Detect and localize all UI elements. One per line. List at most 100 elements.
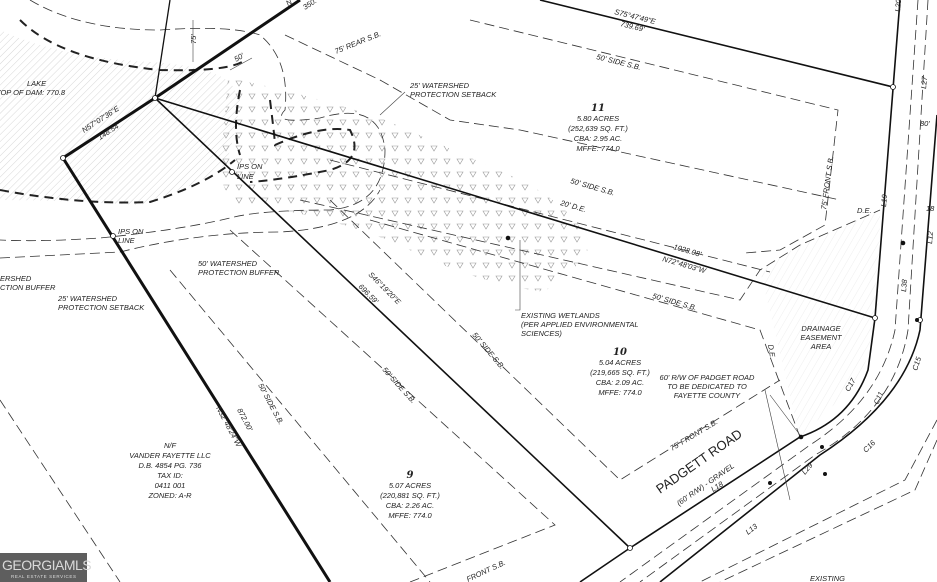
svg-text:9: 9 [407,470,414,481]
lake-area [0,30,240,205]
watermark-tagline: REAL ESTATE SERVICES [11,574,77,579]
bearing-partial: N [284,0,294,8]
ips-label: IPS ON [118,227,144,236]
svg-text:AREA: AREA [810,342,831,351]
svg-text:L20: L20 [893,0,903,12]
svg-text:L27: L27 [919,75,929,89]
svg-text:L38: L38 [899,278,909,292]
svg-text:11: 11 [591,103,605,114]
watershed-buffer-line [0,0,386,242]
svg-text:N/F: N/F [164,441,177,450]
svg-text:L13: L13 [744,521,760,536]
watermark-brand: GEORGIAMLS [2,557,92,573]
distance-partial: 350. [301,0,318,12]
svg-text:(220,881 SQ. FT.): (220,881 SQ. FT.) [380,491,440,500]
svg-text:CBA: 2.95 AC.: CBA: 2.95 AC. [574,134,623,143]
svg-text:MFFE: 774.0: MFFE: 774.0 [598,388,642,397]
dim-80: 80' [920,119,930,128]
setback-leader [379,91,406,116]
wetlands-label: EXISTING WETLANDS (PER APPLIED ENVIRONME… [521,311,639,338]
svg-text:C16: C16 [861,438,878,455]
side-setback-line [369,219,801,438]
front-setback-label: FRONT S.B. [465,558,507,582]
setback-label: 25' WATERSHED [409,81,470,90]
side-setback-label: 50' SIDE S.B. [381,365,418,405]
ips-label: LINE [118,236,136,245]
rear-setback-line [284,34,841,201]
buffer-label-partial: CTION BUFFER [0,283,56,292]
existing-label: EXISTING [810,574,845,582]
georgia-mls-watermark: GEORGIAMLS REAL ESTATE SERVICES [0,553,92,582]
svg-text:TAX ID:: TAX ID: [157,471,183,480]
dimension-lines [192,20,253,71]
ips-label: IPS ON [237,162,263,171]
buffer-label: 50' WATERSHED [198,259,258,268]
svg-text:CBA: 2.26 AC.: CBA: 2.26 AC. [386,501,435,510]
svg-text:EASEMENT: EASEMENT [800,333,843,342]
watershed-setback-dashed [249,99,356,183]
side-setback-line-9 [229,229,556,582]
svg-text:0411 001: 0411 001 [155,481,186,490]
row-leader [764,389,801,501]
side-setback-label: 50' SIDE S.B. [470,331,506,372]
drainage-easement-area [760,210,880,437]
buffer-label-partial: ERSHED [0,274,32,283]
lake-edge [0,89,241,204]
neighbor-line [0,399,121,582]
svg-text:10: 10 [613,347,627,358]
lot-10-info: 10 5.04 ACRES (219,665 SQ. FT.) CBA: 2.0… [590,347,650,397]
svg-text:(219,665 SQ. FT.): (219,665 SQ. FT.) [590,368,650,377]
svg-text:EXISTING WETLANDS: EXISTING WETLANDS [521,311,600,320]
setback-label: PROTECTION SETBACK [58,303,145,312]
de-line [299,199,881,301]
de-label: D.E. [857,206,872,215]
svg-text:MFFE: 774.0: MFFE: 774.0 [388,511,432,520]
svg-text:SCIENCES): SCIENCES) [521,329,562,338]
svg-text:DRAINAGE: DRAINAGE [801,324,841,333]
boundary-north [539,0,894,88]
line-id-l12: L12 [925,230,935,244]
buffer-label: PROTECTION BUFFER [198,268,280,277]
lake-label: LAKE [27,79,47,88]
boundary-lot10-lot11 [154,97,876,319]
wetlands-area [220,78,589,292]
svg-text:C11: C11 [872,390,886,406]
bearing: N72°48'03"W [661,254,707,275]
lot-9-info: 9 5.07 ACRES (220,881 SQ. FT.) CBA: 2.26… [380,470,440,520]
svg-text:C15: C15 [910,355,923,372]
dim-75: 75' [189,34,198,44]
survey-points [505,235,919,485]
neighbor-parcel-info: N/F VANDER FAYETTE LLC D.B. 4854 PG. 736… [129,441,211,500]
side-setback-line-west [169,269,431,582]
de-label: D.E. [766,344,777,360]
wetlands-leader [515,240,521,311]
distance: 1028.08' [672,242,702,259]
iron-pins [60,84,923,551]
dim-50: 50' [233,51,246,64]
svg-text:VANDER FAYETTE LLC: VANDER FAYETTE LLC [129,451,211,460]
side-setback-label: 50' SIDE S.B. [651,291,697,312]
svg-text:(PER APPLIED ENVIRONMENTAL: (PER APPLIED ENVIRONMENTAL [521,320,639,329]
svg-text:5.04 ACRES: 5.04 ACRES [599,358,641,367]
tie-line [154,0,171,99]
road-row-east [659,114,937,582]
svg-text:L29: L29 [800,460,815,476]
svg-text:FAYETTE COUNTY: FAYETTE COUNTY [674,391,741,400]
svg-text:CBA: 2.09 AC.: CBA: 2.09 AC. [596,378,645,387]
svg-text:5.80 ACRES: 5.80 ACRES [577,114,619,123]
rear-setback-label: 75' REAR S.B. [333,29,382,56]
setback-label: PROTECTION SETBACK [410,90,497,99]
svg-text:ZONED: A-R: ZONED: A-R [147,491,192,500]
svg-text:TO BE DEDICATED TO: TO BE DEDICATED TO [667,382,747,391]
ips-label: LINE [237,172,255,181]
svg-text:D.B. 4854 PG. 736: D.B. 4854 PG. 736 [139,461,203,470]
watershed-setback-line [0,189,381,259]
front-setback-label: 75' FRONT S.B. [819,156,835,211]
existing-road-edges [699,419,937,582]
svg-text:60' R/W OF PADGET ROAD: 60' R/W OF PADGET ROAD [660,373,756,382]
side-setback-label: 50' SIDE S.B. [596,52,642,72]
svg-text:MFFE: 774.0: MFFE: 774.0 [576,144,620,153]
svg-text:5.07 ACRES: 5.07 ACRES [389,481,431,490]
